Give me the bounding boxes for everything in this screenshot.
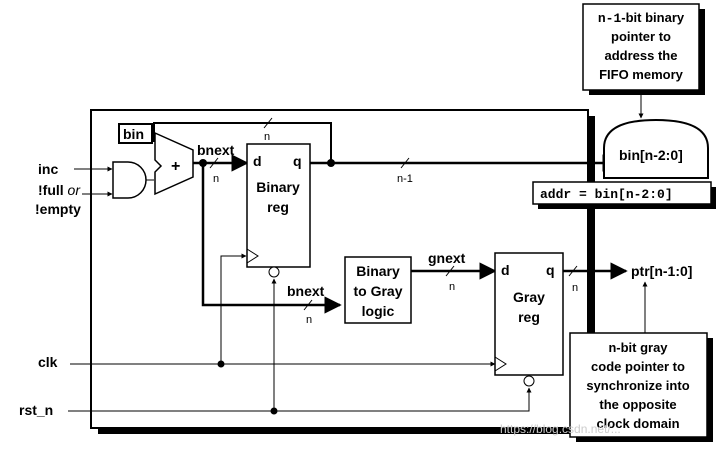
binary-reg-d: d (253, 153, 262, 169)
bin-label: bin (123, 126, 144, 142)
top-callout-line4: FIFO memory (599, 67, 684, 82)
bin-box (118, 123, 153, 144)
gray-reg-d: d (501, 262, 510, 278)
bottom-callout-line2: code pointer to (591, 359, 685, 374)
binary-reg-q: q (293, 153, 302, 169)
bin-to-gray-line2: to Gray (353, 283, 402, 299)
feedback-wire (153, 122, 332, 163)
bin-out-label: bin[n-2:0] (619, 147, 683, 163)
inc-label: inc (38, 161, 58, 177)
bus-n-bnext: n (213, 173, 219, 185)
binary-reg-reset-bubble (268, 266, 280, 278)
rst-n-label: rst_n (19, 402, 53, 418)
top-callout-line3: address the (605, 48, 678, 63)
gray-reg-clk-mark (494, 356, 507, 372)
gray-reg-label2: reg (518, 309, 540, 325)
bin-to-gray-line3: logic (362, 303, 395, 319)
bottom-callout-line1: n-bit gray (608, 340, 668, 356)
memory-port (603, 118, 709, 179)
bnext-lower-wire (201, 163, 342, 314)
binary-reg (246, 143, 311, 268)
adder (154, 131, 194, 196)
and-gate (112, 161, 147, 199)
gnext-label: gnext (428, 250, 466, 266)
bnext-tick (209, 157, 219, 169)
ptr-out-tick (568, 265, 578, 277)
adder-plus: + (171, 158, 180, 175)
addr-label: addr = bin[n-2:0] (540, 187, 673, 202)
gnext-tick (445, 265, 455, 277)
bottom-callout-line4: the opposite (599, 397, 676, 412)
top-callout (582, 3, 700, 91)
rst-n-wire (68, 387, 532, 412)
gray-reg-label1: Gray (513, 289, 545, 305)
bin-out-tick (400, 157, 410, 169)
gray-reg-reset-bubble (523, 375, 535, 387)
clk-label: clk (38, 354, 58, 370)
bus-n-gray-q: n (572, 282, 578, 294)
bus-n-bnext-lower: n (306, 314, 312, 326)
ptr-out-label: ptr[n-1:0] (631, 263, 692, 279)
binary-reg-label2: reg (267, 199, 289, 215)
addr-box (532, 181, 712, 205)
bin-to-gray-line1: Binary (356, 263, 400, 279)
top-callout-line1: n-1-bit binary (598, 10, 685, 26)
bottom-callout-line3: synchronize into (586, 378, 689, 393)
top-callout-line2: pointer to (611, 29, 671, 44)
binary-reg-clk-mark (246, 248, 259, 264)
bin-to-gray-logic (344, 256, 412, 324)
bus-n-minus-1: n-1 (397, 173, 413, 185)
clk-branch-wire (220, 253, 247, 364)
gray-reg (494, 252, 564, 376)
empty-label: !empty (35, 201, 81, 217)
bus-n-gnext: n (449, 281, 455, 293)
full-label: !full or (38, 182, 81, 198)
bottom-callout (569, 332, 708, 438)
gray-reg-q: q (546, 262, 555, 278)
binary-reg-label1: Binary (256, 179, 300, 195)
bnext-label: bnext (197, 142, 235, 158)
bin-node (327, 159, 335, 167)
bus-n-top: n (264, 131, 270, 143)
bnext-lower-tick (303, 299, 313, 311)
bnext-lower-label: bnext (287, 283, 325, 299)
bottom-callout-line5: clock domain (596, 416, 679, 431)
watermark: https://blog.csdn.net/... (500, 422, 621, 436)
feedback-tick (263, 117, 273, 129)
